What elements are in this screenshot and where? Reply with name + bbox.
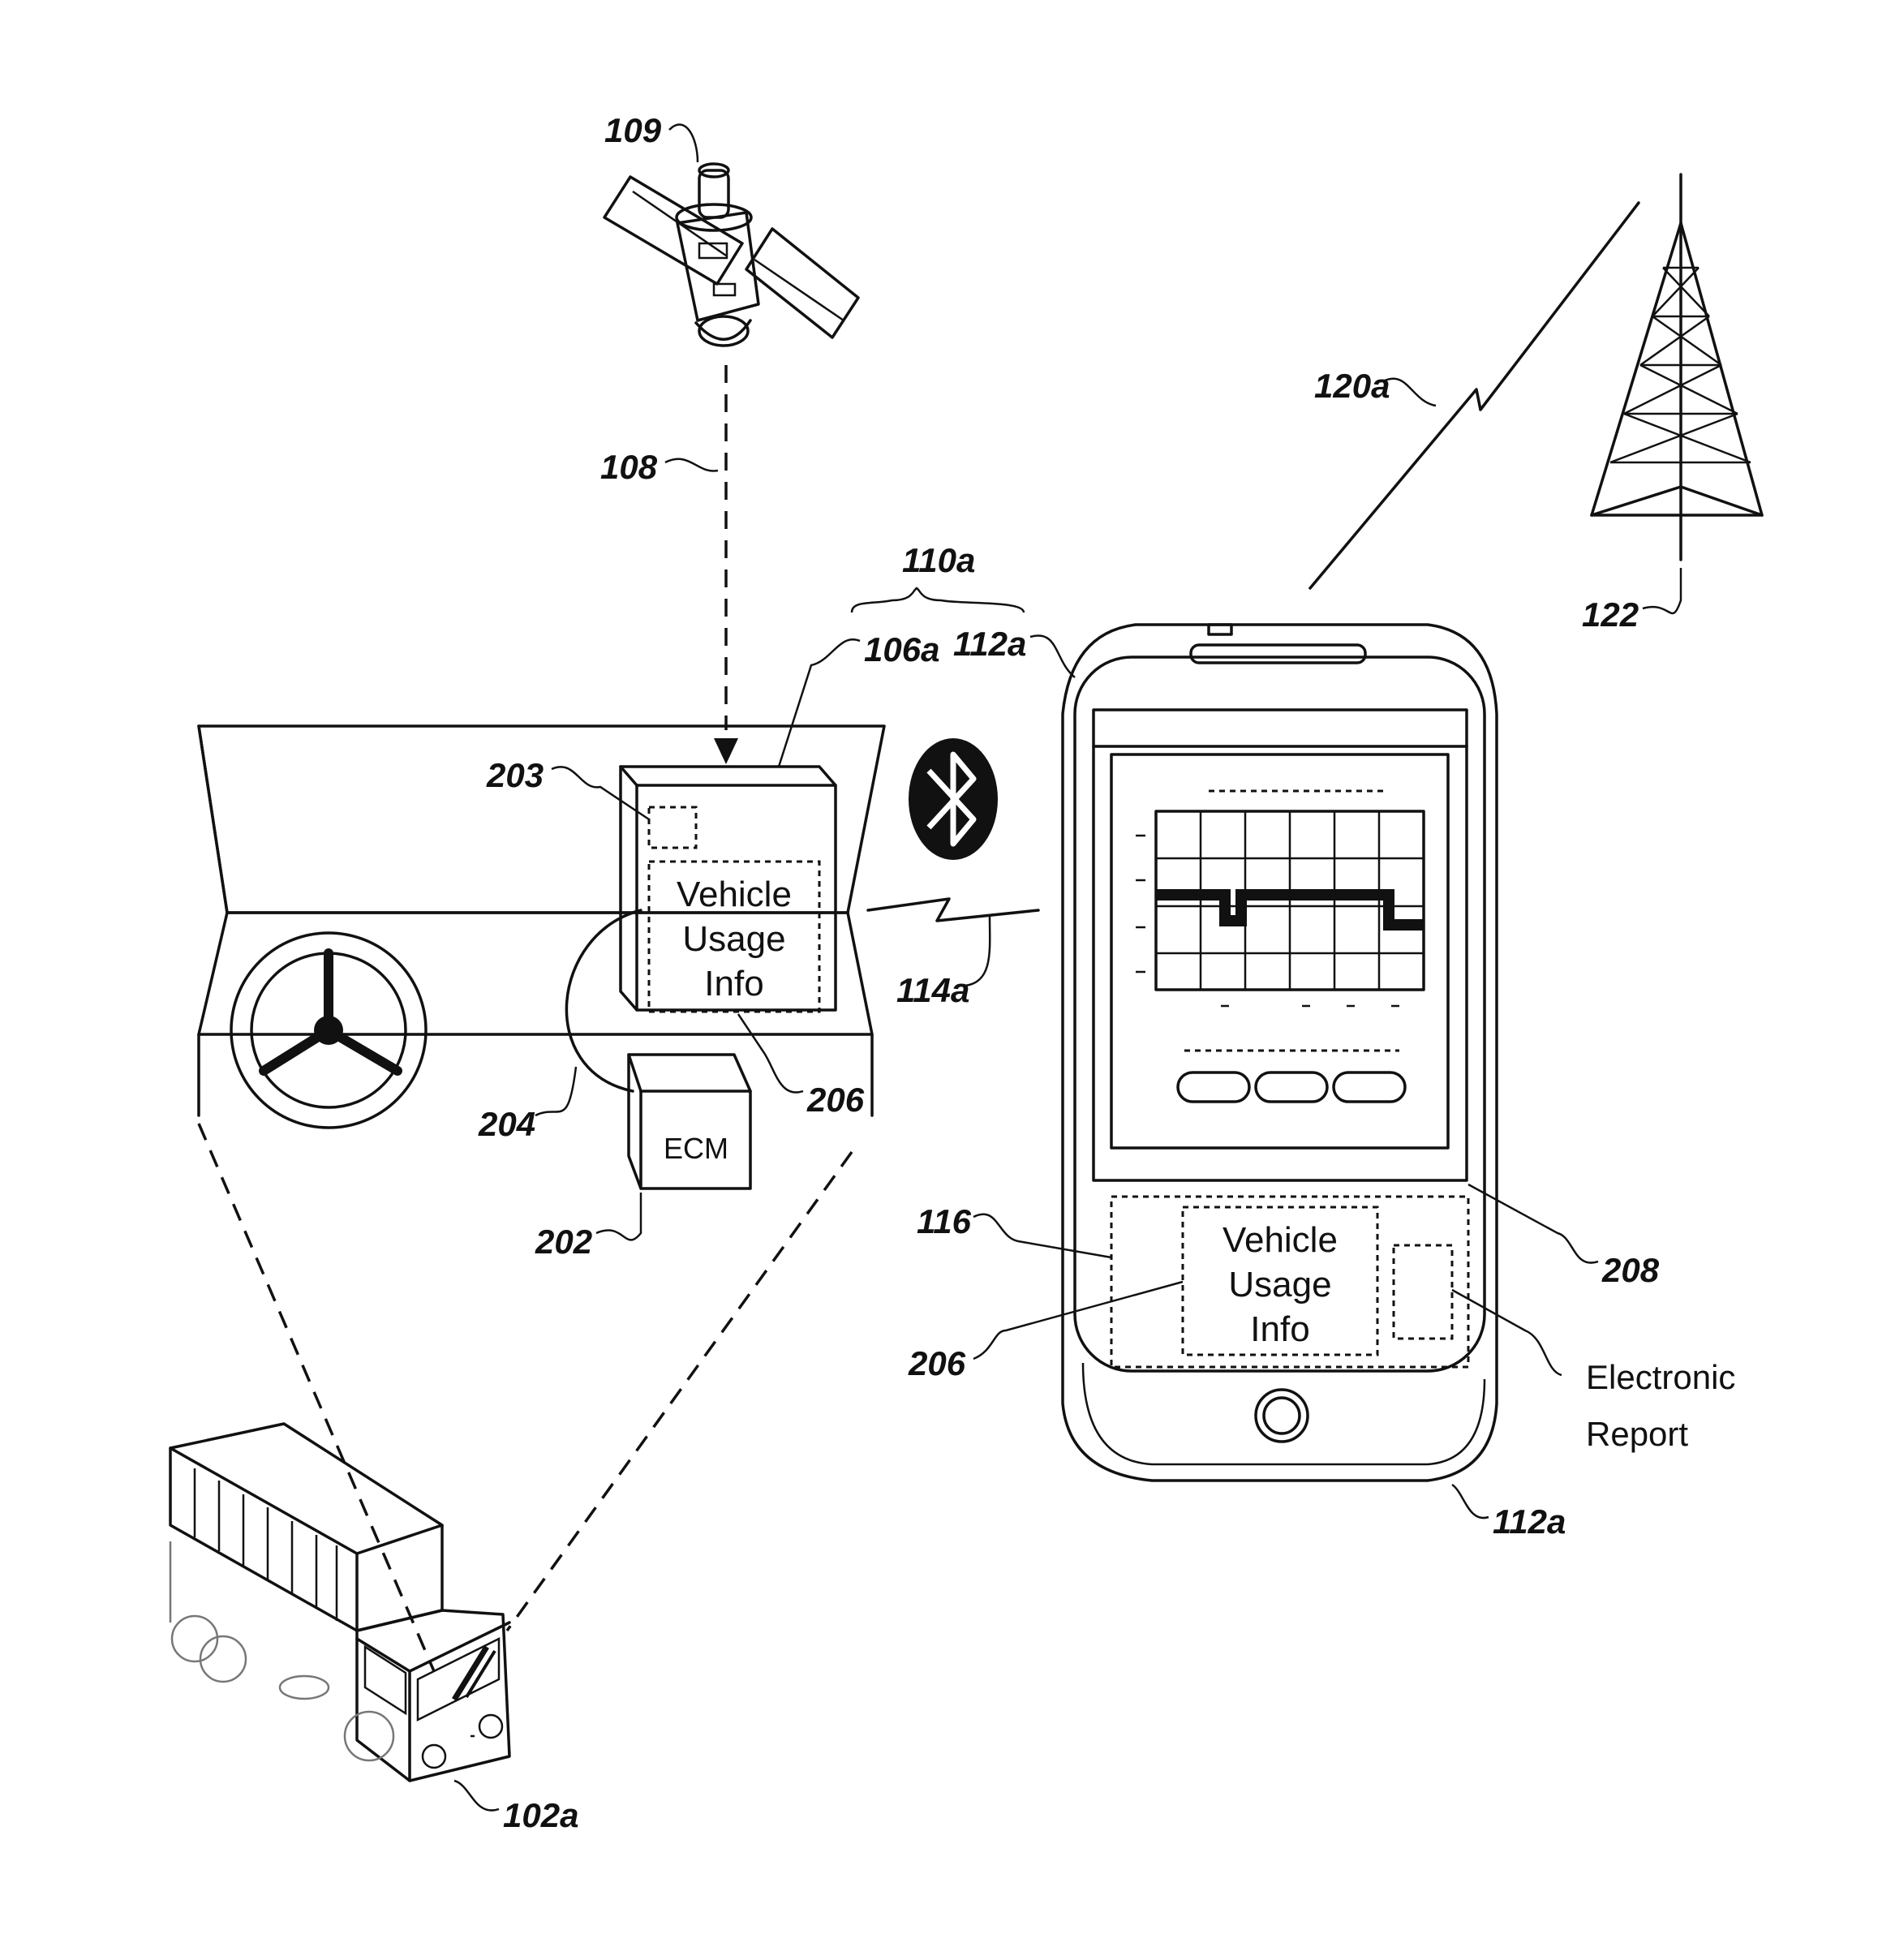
device-usage-info-line3: Info [704,964,763,1004]
ref-208: 208 [1601,1251,1660,1289]
truck-icon [170,1424,509,1781]
ref-108: 108 [600,448,658,486]
ref-102a: 102a [503,1796,578,1834]
ref-109: 109 [604,111,662,149]
ecm-module-box [629,1055,750,1188]
steering-wheel-icon [231,933,426,1128]
phone-app-button-2 [1256,1072,1327,1102]
electronic-report-line2: Report [1586,1415,1688,1453]
ref-106a: 106a [864,630,939,668]
phone-usage-info-line1: Vehicle [1223,1220,1338,1260]
ref-114a: 114a [896,971,969,1009]
wireless-link-114a [868,899,1038,921]
phone-app-button-1 [1178,1072,1249,1102]
ref-203: 203 [486,756,544,794]
system-bracket [852,588,1024,612]
ref-122: 122 [1582,595,1639,634]
phone-usage-info-line3: Info [1250,1309,1309,1349]
device-usage-info-line2: Usage [682,919,785,959]
phone-usage-info-line2: Usage [1228,1265,1331,1305]
ref-112a-bottom: 112a [1493,1502,1566,1541]
electronic-report-line1: Electronic [1586,1358,1735,1396]
phone-screen [1094,710,1467,1180]
bluetooth-icon [909,738,998,860]
device-module-203 [649,807,696,848]
phone-app-panel [1111,754,1448,1148]
ref-206-phone: 206 [908,1344,966,1382]
ref-202: 202 [535,1223,592,1261]
device-usage-info-line1: Vehicle [677,875,792,914]
ref-110a: 110a [902,541,975,579]
chart-icon [1136,791,1424,1051]
smartphone-icon [1063,625,1497,1481]
electronic-report-box [1394,1245,1452,1339]
ecm-label: ECM [664,1132,728,1165]
phone-app-button-3 [1334,1072,1405,1102]
ref-116: 116 [917,1202,972,1240]
ref-120a: 120a [1314,367,1390,405]
ref-206-device: 206 [806,1081,865,1119]
satellite-icon [604,164,858,346]
gps-arrowhead [714,738,738,764]
ref-112a-top: 112a [953,625,1026,663]
ref-204: 204 [478,1105,535,1143]
